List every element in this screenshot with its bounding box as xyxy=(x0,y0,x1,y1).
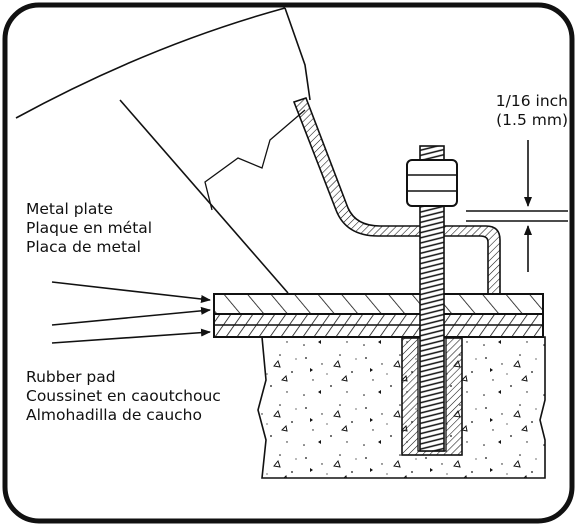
rubber-pad-label-fr: Coussinet en caoutchouc xyxy=(26,387,221,405)
appliance-diagonal-edge xyxy=(119,99,289,294)
metal-plate-label-fr: Plaque en métal xyxy=(26,219,153,237)
hex-nut xyxy=(406,159,458,207)
metal-plate-label-es: Placa de metal xyxy=(26,238,141,256)
rubber-pad-leader-2 xyxy=(51,328,211,344)
rubber-pad-leader-1 xyxy=(51,306,211,326)
appliance-body-curve xyxy=(15,7,286,119)
rubber-pad-label-en: Rubber pad xyxy=(26,368,116,386)
clearance-mm-label: (1.5 mm) xyxy=(496,111,568,129)
clearance-inch-label: 1/16 inch xyxy=(495,92,568,110)
rubber-pad-label-es: Almohadilla de caucho xyxy=(26,406,202,424)
metal-plate-label-en: Metal plate xyxy=(26,200,113,218)
appliance-side-edge xyxy=(284,7,311,101)
metal-plate-leader xyxy=(51,281,211,303)
break-line xyxy=(204,109,306,211)
